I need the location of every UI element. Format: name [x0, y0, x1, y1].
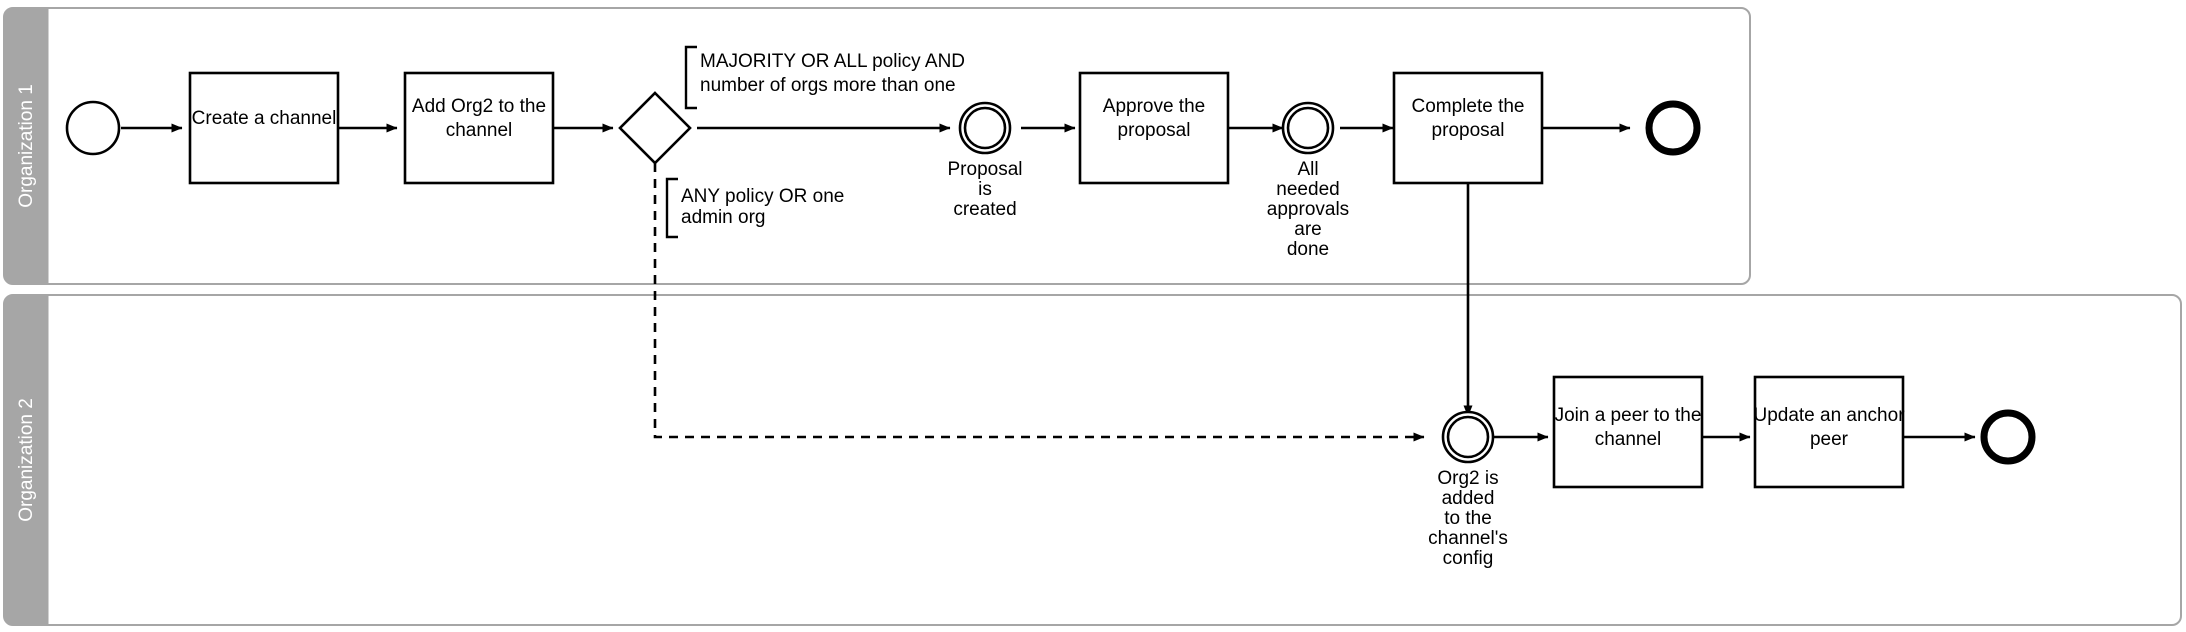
- end-event[interactable]: [1645, 100, 1701, 156]
- lane-1-header[interactable]: [3, 7, 49, 285]
- task-box: [1552, 375, 1704, 489]
- task-label-line-1: Update an anchor: [1753, 405, 1905, 426]
- event-label-line-5: config: [1443, 548, 1494, 569]
- event-outer-ring: [1281, 101, 1335, 155]
- annotation-majority-or-all-policy[interactable]: MAJORITY OR ALL policy AND number of org…: [684, 45, 965, 110]
- intermediate-event-proposal-created[interactable]: Proposal is created: [948, 101, 1023, 220]
- task-box: [188, 71, 340, 185]
- task-label-line-2: channel: [1595, 429, 1662, 450]
- event-label-line-2: added: [1442, 488, 1495, 509]
- task-label-line-2: proposal: [1118, 120, 1191, 141]
- task-add-org2-to-the-channel[interactable]: Add Org2 to the channel: [403, 71, 555, 185]
- task-label-line-1: Complete the: [1411, 96, 1524, 117]
- event-inner-ring: [963, 106, 1007, 150]
- annotation-line-2: number of orgs more than one: [700, 75, 956, 96]
- event-label-line-1: Org2 is: [1437, 468, 1498, 489]
- event-outer-ring: [1441, 410, 1495, 464]
- task-create-a-channel[interactable]: Create a channel: [188, 71, 340, 185]
- lane-2-header[interactable]: [3, 294, 49, 626]
- task-label-line-1: Create a channel: [192, 108, 337, 129]
- event-outer-ring: [958, 101, 1012, 155]
- task-label-line-1: Join a peer to the: [1555, 405, 1702, 426]
- start-event[interactable]: [65, 100, 121, 156]
- task-label-line-2: channel: [446, 120, 513, 141]
- task-box: [1392, 71, 1544, 185]
- task-update-an-anchor-peer[interactable]: Update an anchor peer: [1753, 375, 1905, 489]
- event-inner-ring: [1286, 106, 1330, 150]
- event-label-line-2: needed: [1276, 179, 1339, 200]
- event-label-line-5: done: [1287, 239, 1329, 260]
- event-label-line-4: are: [1294, 219, 1321, 240]
- intermediate-event-all-approvals-done[interactable]: All needed approvals are done: [1267, 101, 1349, 260]
- event-label-line-1: All: [1297, 159, 1318, 180]
- task-join-a-peer-to-the-channel[interactable]: Join a peer to the channel: [1552, 375, 1704, 489]
- annotation-line-1: ANY policy OR one: [681, 186, 844, 207]
- event-label-line-4: channel's: [1428, 528, 1508, 549]
- intermediate-event-org2-added-to-config[interactable]: Org2 is added to the channel's config: [1428, 410, 1508, 569]
- event-label-line-3: approvals: [1267, 199, 1349, 220]
- task-label-line-2: proposal: [1432, 120, 1505, 141]
- task-box: [1753, 375, 1905, 489]
- event-inner-ring: [1446, 415, 1490, 459]
- task-approve-the-proposal[interactable]: Approve the proposal: [1078, 71, 1230, 185]
- event-label-line-2: is: [978, 179, 992, 200]
- event-label-line-1: Proposal: [948, 159, 1023, 180]
- end-event[interactable]: [1980, 409, 2036, 465]
- annotation-bracket: [684, 45, 697, 110]
- annotation-any-policy-or-one-admin-org[interactable]: ANY policy OR one admin org: [665, 177, 844, 239]
- lane-2-label: Organization 2: [16, 398, 37, 522]
- annotation-bracket: [665, 177, 678, 239]
- task-label-line-2: peer: [1810, 429, 1849, 450]
- task-box: [403, 71, 555, 185]
- annotation-line-1: MAJORITY OR ALL policy AND: [700, 51, 965, 72]
- task-complete-the-proposal[interactable]: Complete the proposal: [1392, 71, 1544, 185]
- lane-1-label: Organization 1: [16, 84, 37, 208]
- event-label-line-3: to the: [1444, 508, 1492, 529]
- flow-gateway-conditional-to-org2-config: [653, 163, 1425, 442]
- task-label-line-1: Approve the: [1103, 96, 1205, 117]
- annotation-line-2: admin org: [681, 207, 766, 228]
- task-label-line-1: Add Org2 to the: [412, 96, 546, 117]
- task-box: [1078, 71, 1230, 185]
- event-label-line-3: created: [953, 199, 1016, 220]
- exclusive-gateway[interactable]: [618, 91, 692, 165]
